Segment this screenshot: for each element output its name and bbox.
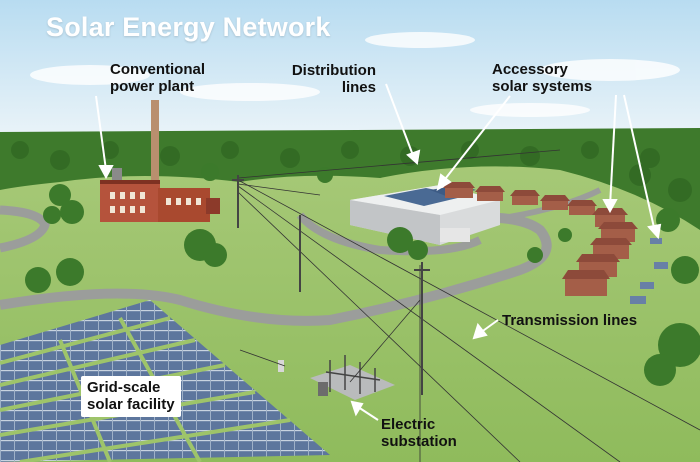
towers xyxy=(232,175,430,395)
trees xyxy=(25,163,700,386)
label-distribution-lines: Distribution lines xyxy=(291,62,376,96)
forest-texture xyxy=(11,141,692,202)
road-left xyxy=(0,205,50,253)
label-electric-substation: Electric substation xyxy=(381,416,457,450)
clouds xyxy=(30,32,680,117)
pointer-arrows xyxy=(95,83,662,421)
label-power-plant: Conventional power plant xyxy=(110,61,206,95)
houses xyxy=(443,182,638,296)
label-grid-scale-solar: Grid-scale solar facility xyxy=(81,376,181,417)
road-loop xyxy=(296,212,482,256)
substation xyxy=(278,355,395,400)
power-plant xyxy=(100,100,220,222)
label-transmission-lines: Transmission lines xyxy=(502,312,638,329)
label-accessory-solar: Accessory solar systems xyxy=(492,61,593,95)
accessory-panels xyxy=(630,238,668,304)
road-main xyxy=(0,212,552,326)
diagram-title: Solar Energy Network xyxy=(46,12,331,42)
